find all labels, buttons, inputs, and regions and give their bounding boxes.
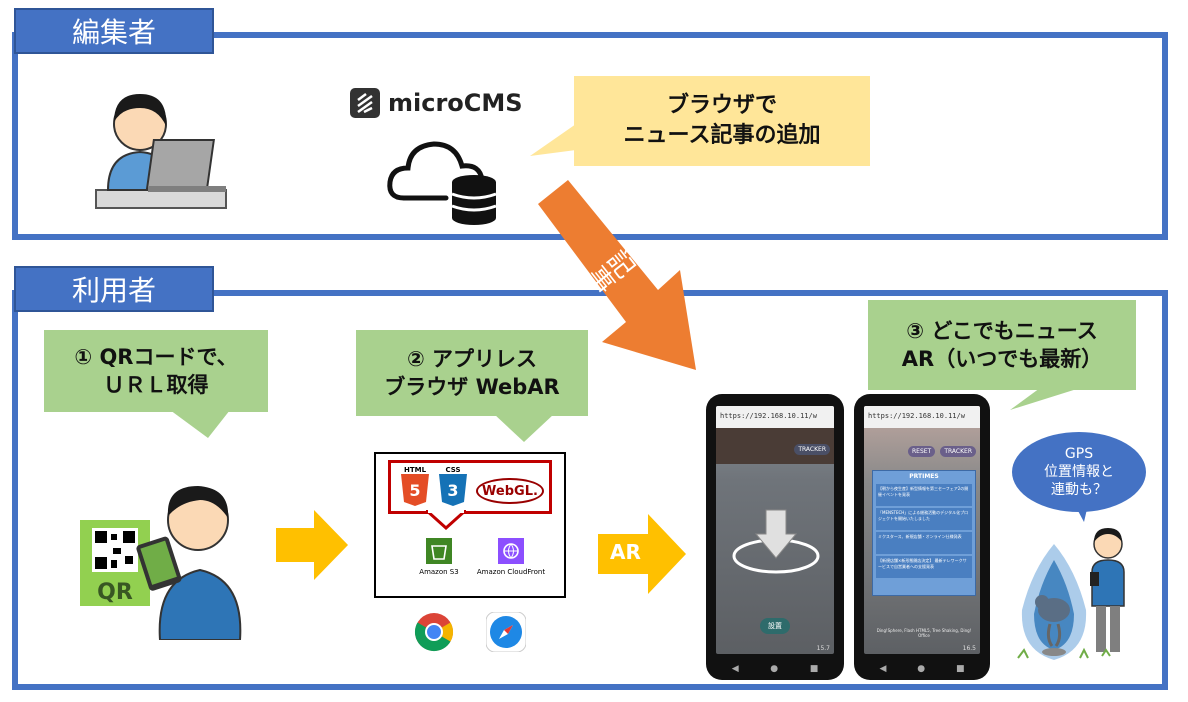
recents-icon[interactable]: ■ (956, 664, 965, 674)
chrome-icon (414, 613, 454, 652)
phone-1-place-button[interactable]: 設置 (760, 618, 790, 634)
safari-icon (486, 612, 526, 652)
microcms-logo-icon (350, 88, 380, 118)
phone-2-reset-button[interactable]: RESET (908, 446, 936, 457)
cloudfront-icon (498, 538, 524, 564)
editor-tab: 編集者 (14, 8, 214, 54)
web-tech-box (388, 460, 552, 514)
phone-1: https://192.168.10.11/w TRACKER 設置 15.7 … (706, 394, 844, 680)
webgl-logo: WebGL. (476, 478, 544, 504)
microcms-logo: microCMS (350, 88, 523, 118)
ar-elephant-illustration (1017, 544, 1089, 660)
amazon-cloudfront-logo: Amazon CloudFront (468, 538, 554, 576)
web-tech-box-tail (426, 510, 466, 530)
svg-text:5: 5 (409, 481, 420, 500)
step1-callout-tail (170, 410, 230, 438)
news-board-title: PRTIMES (909, 473, 939, 480)
phone-2: https://192.168.10.11/w RESET TRACKER PR… (854, 394, 990, 680)
step1-callout: ① QRコードで、 ＵＲＬ取得 (44, 330, 268, 412)
gps-bubble-tail (1070, 496, 1090, 522)
qr-code-icon (92, 528, 138, 572)
css3-logo: CSS 3 (438, 466, 468, 510)
gps-bubble: GPS 位置情報と 連動も？ (1012, 432, 1146, 512)
editor-person-illustration (95, 94, 227, 209)
home-icon[interactable]: ● (770, 664, 779, 674)
user-tab: 利用者 (14, 266, 214, 312)
microcms-logo-text: microCMS (388, 89, 523, 117)
phone-2-nav: ◀ ● ■ (864, 664, 980, 674)
editor-callout: ブラウザで ニュース記事の追加 (574, 76, 870, 166)
phone-2-urlbar[interactable]: https://192.168.10.11/w (864, 406, 980, 428)
phone-2-footer-text: Ding!Sphere, Flash HTML5, Tree Shaking, … (876, 628, 972, 638)
phone-2-tracker-button[interactable]: TRACKER (940, 446, 976, 457)
qr-card: QR (80, 520, 150, 606)
qr-card-label: QR (97, 580, 133, 605)
news-item: 【新規店舗×新形態開店決定】 最新テレワークサービスで自営業者への支援発表 (876, 556, 972, 578)
back-icon[interactable]: ◀ (731, 664, 739, 674)
s3-bucket-icon (426, 538, 452, 564)
user-man-illustration (1090, 528, 1125, 657)
phone-2-counter: 16.5 (962, 645, 976, 652)
step3-callout-tail (1010, 388, 1080, 410)
amazon-s3-logo: Amazon S3 (412, 538, 466, 576)
back-icon[interactable]: ◀ (879, 664, 887, 674)
news-board: PRTIMES 【朝から夜生産】新型情報を第三セーフェア2の開催イベントを発表 … (872, 470, 976, 596)
user-with-phone-illustration (136, 486, 242, 640)
ar-marker-icon (732, 509, 820, 574)
phone-2-screen: https://192.168.10.11/w RESET TRACKER PR… (864, 406, 980, 654)
news-item: 「MENSTECH」による総務活動のデジタル化プロジェクトを開始いたしました (876, 508, 972, 530)
phone-1-urlbar[interactable]: https://192.168.10.11/w (716, 406, 834, 428)
css3-shield-icon: 3 (439, 474, 467, 506)
step-arrow-1 (276, 510, 348, 580)
phone-1-counter: 15.7 (816, 645, 830, 652)
ar-arrow-label: AR (610, 540, 641, 564)
news-item: 【朝から夜生産】新型情報を第三セーフェア2の開催イベントを発表 (876, 484, 972, 506)
step3-callout: ③ どこでもニュース AR（いつでも最新） (868, 300, 1136, 390)
recents-icon[interactable]: ■ (809, 664, 819, 674)
phone-1-screen: https://192.168.10.11/w TRACKER 設置 15.7 (716, 406, 834, 654)
ar-arrow (598, 514, 686, 594)
home-icon[interactable]: ● (917, 664, 926, 674)
news-item: ミクスタース、新規店舗・オンライン仕様発表 (876, 532, 972, 554)
html5-shield-icon: 5 (401, 474, 429, 506)
svg-text:3: 3 (447, 481, 458, 500)
phone-1-tracker-button[interactable]: TRACKER (794, 444, 830, 455)
html5-logo: HTML 5 (400, 466, 430, 510)
editor-callout-tail (530, 124, 576, 156)
cloud-database-icon (387, 141, 497, 225)
step2-callout-tail (494, 414, 554, 442)
article-flow-arrow (538, 180, 696, 370)
step2-callout: ② アプリレス ブラウザ WebAR (356, 330, 588, 416)
phone-1-nav: ◀ ● ■ (716, 664, 834, 674)
